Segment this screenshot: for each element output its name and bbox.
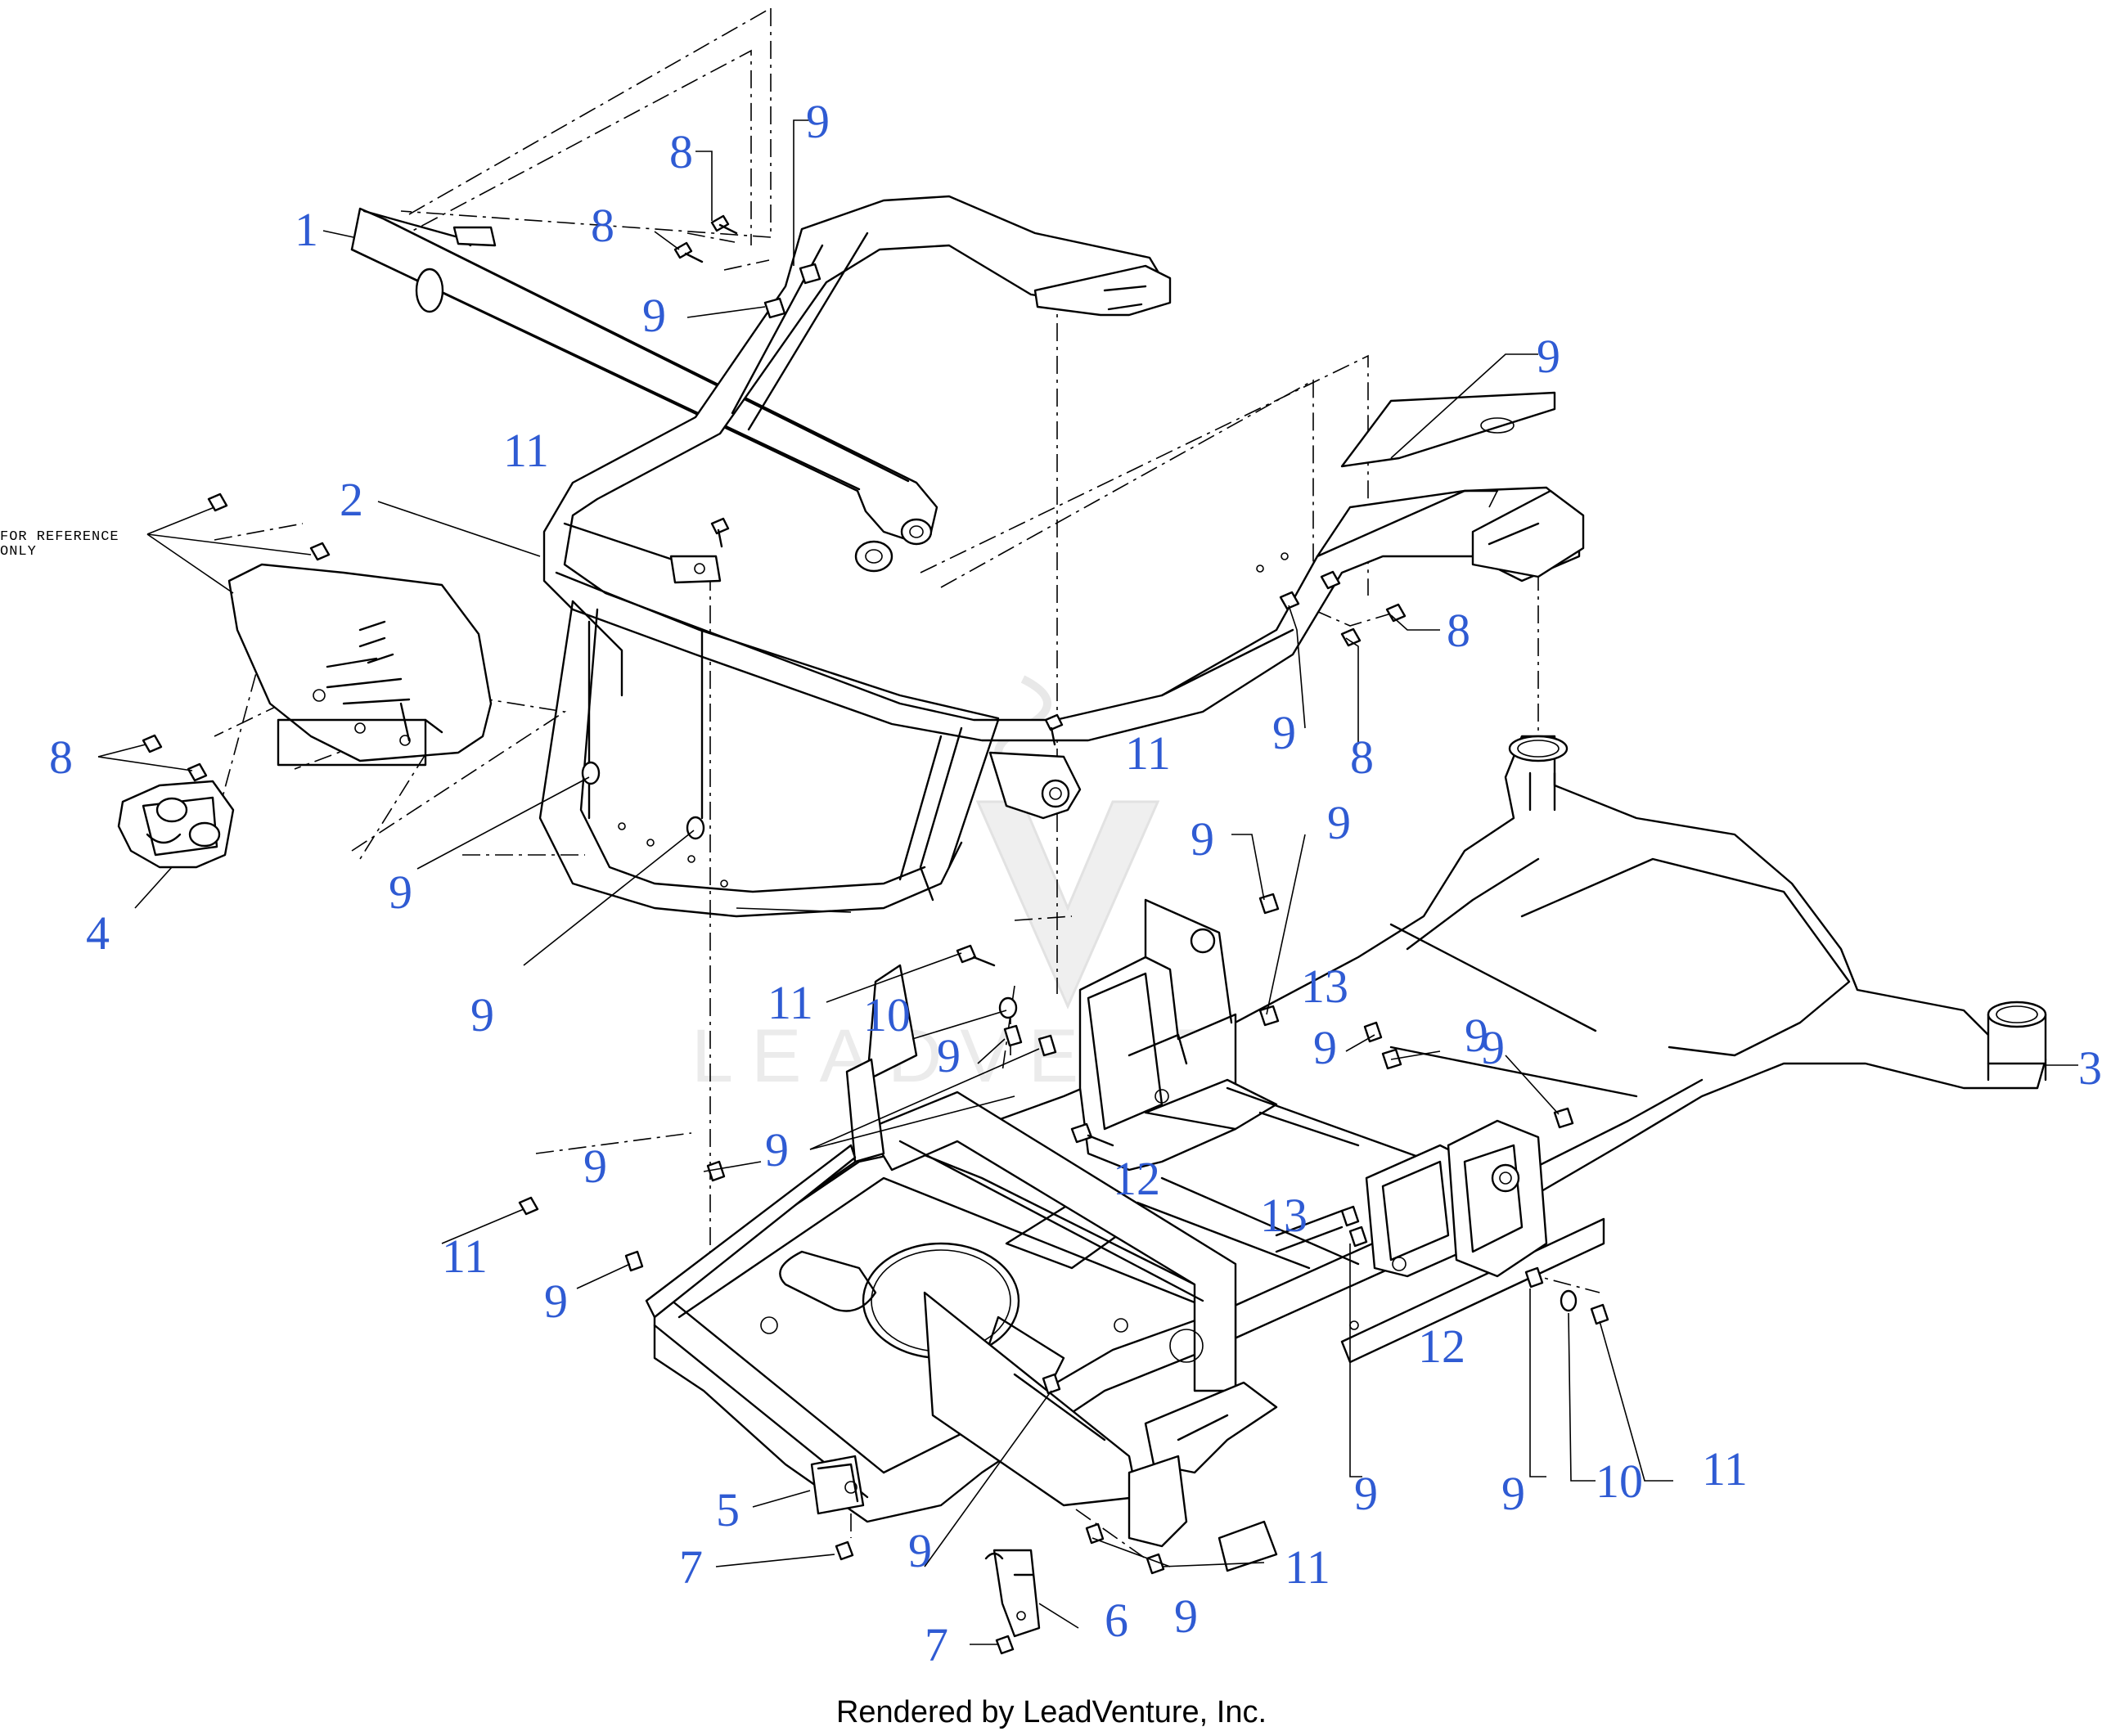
nut-9	[1524, 1266, 1544, 1289]
part-2-frame	[538, 195, 1585, 918]
nut-9	[799, 263, 821, 285]
callout-13a: 13	[1301, 960, 1348, 1013]
callout-9o: 9	[1354, 1467, 1378, 1520]
callout-9a: 9	[806, 95, 830, 148]
callout-9d: 9	[1272, 706, 1296, 759]
callout-9b: 9	[642, 289, 666, 342]
callout-1: 1	[295, 203, 318, 256]
bolt-12	[1070, 1122, 1114, 1147]
reference-note-line2: ONLY	[0, 544, 37, 560]
callout-9p: 9	[1501, 1467, 1525, 1520]
callout-9j: 9	[1481, 1021, 1505, 1074]
callout-10a: 10	[863, 988, 911, 1041]
callout-11f: 11	[1285, 1540, 1330, 1594]
nut-7	[835, 1540, 854, 1561]
callout-9h: 9	[1327, 796, 1351, 849]
bolt-11	[518, 1196, 539, 1216]
callout-11d: 11	[442, 1230, 488, 1283]
callout-5: 5	[716, 1483, 740, 1536]
callout-10b: 10	[1596, 1455, 1643, 1508]
bolt-8	[309, 542, 331, 561]
callout-11c: 11	[767, 976, 813, 1029]
callout-6: 6	[1105, 1594, 1128, 1647]
callout-9k: 9	[937, 1029, 961, 1082]
callout-9n: 9	[544, 1275, 568, 1328]
footer-credit: Rendered by LeadVenture, Inc.	[836, 1695, 1267, 1729]
callout-8c: 8	[1447, 604, 1470, 657]
reference-note-line1: FOR REFERENCE	[0, 529, 119, 545]
leader-lines	[97, 119, 2078, 1645]
bolt-11	[1590, 1303, 1609, 1325]
bolt-8	[673, 241, 704, 263]
hardware	[142, 214, 1609, 1655]
nut-9	[624, 1250, 644, 1272]
callout-9m: 9	[583, 1140, 607, 1193]
callout-12a: 12	[1113, 1152, 1160, 1205]
callout-11b: 11	[1125, 726, 1171, 780]
bolt-8	[710, 214, 738, 235]
callouts: 1 2 3 4 5 6 7 7 8 8 8 8 8 9 9 9 9 9 9 9 …	[49, 95, 2102, 1671]
nut-9	[1085, 1522, 1105, 1545]
bolt-11	[710, 517, 730, 548]
nut-9	[1258, 893, 1280, 915]
reference-plate	[227, 563, 493, 767]
callout-8b: 8	[591, 199, 614, 252]
nut-9	[1348, 1226, 1368, 1248]
part-5-bracket	[810, 1455, 865, 1515]
callout-9i: 9	[1313, 1021, 1337, 1074]
callout-9s: 9	[1465, 1009, 1488, 1062]
callout-8a: 8	[669, 125, 693, 178]
callout-9f: 9	[470, 988, 494, 1041]
bolt-8	[187, 762, 208, 782]
washer-10	[1560, 1289, 1578, 1312]
callout-8e: 8	[49, 731, 73, 784]
callout-9q: 9	[908, 1524, 932, 1577]
callout-9r: 9	[1174, 1590, 1198, 1643]
bolt-13	[1363, 1021, 1383, 1043]
bolt-8	[1340, 627, 1362, 647]
callout-3: 3	[2078, 1041, 2102, 1095]
callout-9g: 9	[1191, 812, 1214, 866]
callout-9e: 9	[389, 866, 412, 919]
part-12-brackets	[1078, 898, 1548, 1278]
callout-11a: 11	[503, 424, 549, 477]
nut-9	[1003, 1024, 1023, 1047]
part-3-chassis	[645, 735, 2047, 1572]
nut-9	[581, 761, 601, 785]
part-4-pedal	[117, 780, 235, 869]
nut-9	[1258, 1005, 1280, 1027]
callout-2: 2	[340, 473, 363, 526]
reference-note: FOR REFERENCE ONLY	[0, 529, 119, 560]
nut-9	[1037, 1034, 1057, 1057]
bolt-13	[1340, 1205, 1360, 1227]
callout-9c: 9	[1537, 330, 1560, 383]
callout-11e: 11	[1702, 1442, 1748, 1495]
bolt-8	[1385, 603, 1407, 623]
callout-9l: 9	[765, 1123, 789, 1176]
nut-9	[706, 1160, 726, 1182]
nut-7	[995, 1635, 1015, 1655]
bolt-8	[142, 734, 163, 753]
callout-7b: 7	[925, 1618, 948, 1671]
nut-9	[1042, 1373, 1061, 1395]
callout-8d: 8	[1350, 731, 1374, 784]
washer-10	[998, 996, 1018, 1019]
nut-9	[1320, 570, 1341, 590]
callout-7a: 7	[679, 1540, 703, 1594]
bolt-11	[956, 944, 996, 967]
nut-9	[1553, 1107, 1574, 1129]
callout-13b: 13	[1260, 1189, 1308, 1242]
nut-9	[1279, 591, 1300, 610]
bolt-11	[1044, 713, 1064, 746]
bolt-8	[207, 492, 228, 512]
callout-12b: 12	[1418, 1320, 1465, 1373]
nut-9	[763, 297, 786, 319]
nut-9	[686, 816, 705, 840]
part-6-bracket	[984, 1549, 1041, 1638]
callout-4: 4	[86, 906, 110, 960]
